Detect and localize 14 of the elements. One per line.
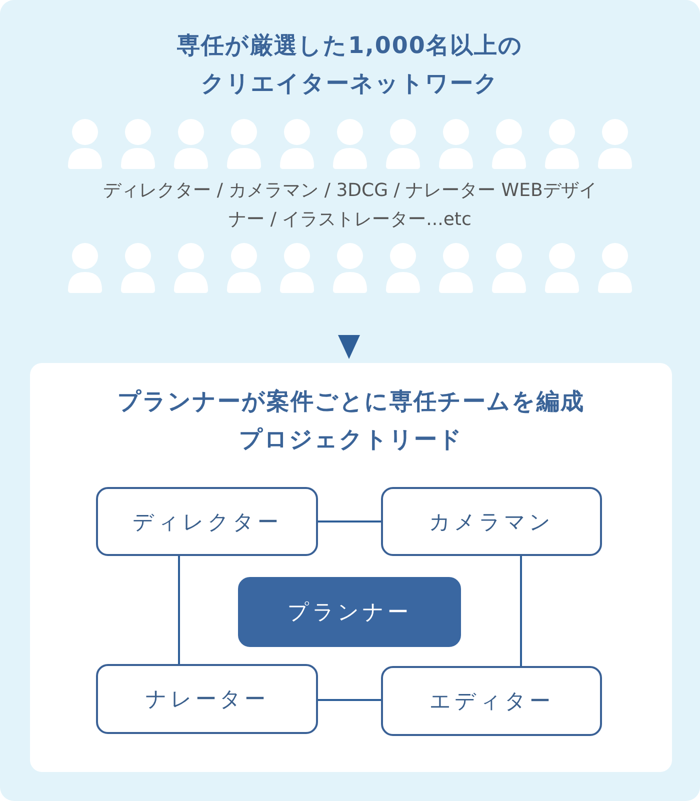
role-box: エディター (381, 666, 602, 736)
arrow (338, 335, 360, 359)
connector (178, 556, 180, 664)
heading: プランナーが案件ごとに専任チームを編成プロジェクトリード (116, 388, 586, 455)
team-card (30, 363, 672, 772)
role-box: ナレーター (96, 664, 318, 734)
role-list: ディレクター / カメラマン / 3DCG / ナレーター WEBデザイナー / イラストレーター...etc (100, 176, 600, 236)
connector (318, 520, 381, 522)
planner-box: プランナー (238, 577, 461, 647)
connector (318, 699, 381, 701)
heading: 専任が厳選した1,000名以上のクリエイターネットワーク (176, 32, 524, 99)
role-box: カメラマン (381, 487, 602, 556)
role-box: ディレクター (96, 487, 318, 556)
connector (520, 556, 522, 666)
